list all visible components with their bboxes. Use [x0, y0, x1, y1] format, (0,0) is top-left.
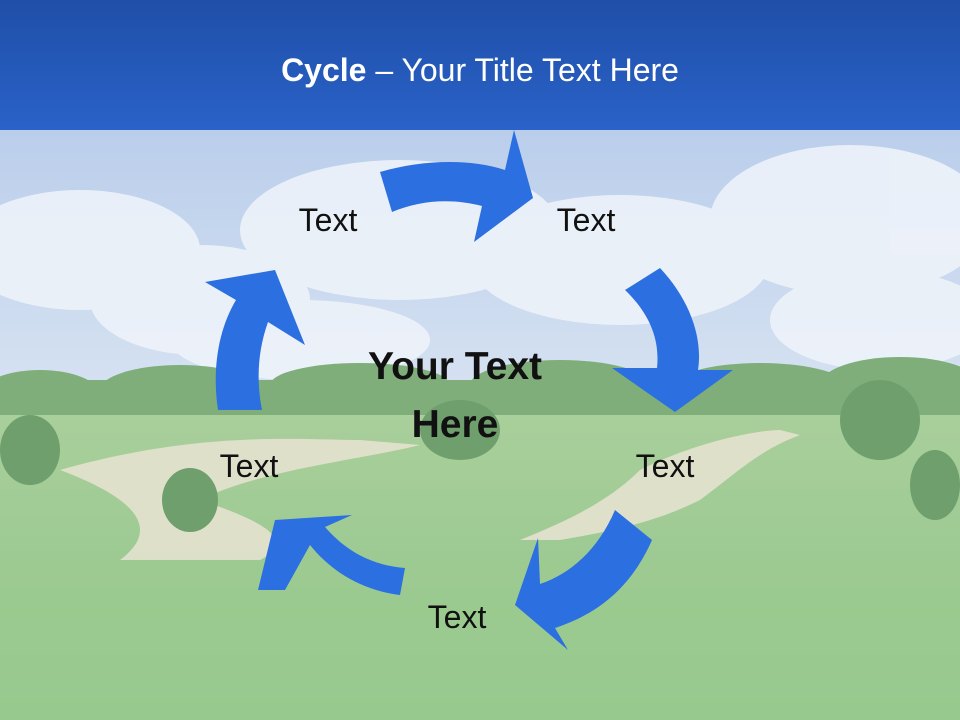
- cycle-arrow-1: [380, 130, 533, 242]
- title-bar: [0, 0, 960, 130]
- title-bold: Cycle: [281, 52, 367, 88]
- cycle-label-3: Text: [635, 448, 695, 484]
- cycle-label-4: Text: [427, 599, 487, 635]
- center-text-line-1: Your Text: [367, 345, 543, 388]
- cycle-arrow-4: [258, 515, 405, 595]
- cycle-arrow-2: [612, 268, 733, 412]
- cycle-label-1: Text: [298, 202, 358, 238]
- cycle-arrow-3: [515, 510, 652, 650]
- cycle-label-2: Text: [556, 202, 616, 238]
- slide-title: Cycle – Your Title Text Here: [0, 52, 960, 89]
- center-text-line-2: Here: [411, 403, 499, 446]
- title-rest: – Your Title Text Here: [366, 52, 679, 88]
- cycle-label-5: Text: [219, 448, 279, 484]
- cycle-arrow-5: [205, 270, 305, 410]
- center-text: Your Text Here: [305, 338, 605, 454]
